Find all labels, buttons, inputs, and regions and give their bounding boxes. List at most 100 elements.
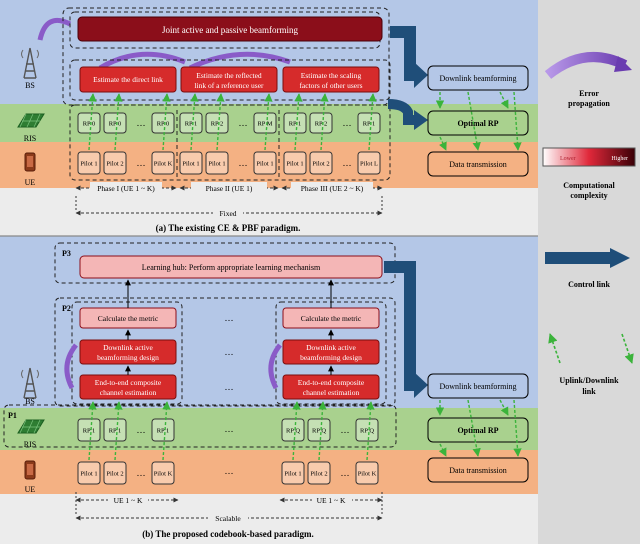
pilot-top-cell <box>179 151 203 175</box>
legend-uplink-arrow <box>548 333 561 364</box>
svg-text:UE 1 ~ K: UE 1 ~ K <box>317 496 346 505</box>
svg-text:Higher: Higher <box>611 156 628 162</box>
pilot-bottom-left-label: Pilot 2 <box>106 471 123 478</box>
side-box-optimal-rp-bottom: Optimal RP <box>427 417 529 443</box>
rp-top-label: RP 0 <box>83 121 96 128</box>
p3-label: P3 <box>62 249 71 258</box>
rp-bottom-left-cell <box>77 418 101 442</box>
uplink-arrow-top <box>216 93 225 151</box>
svg-text:Learning hub: Perform appropri: Learning hub: Perform appropriate learni… <box>142 263 321 272</box>
pilot-bottom-right-cell <box>281 461 305 485</box>
svg-text:factors of other users: factors of other users <box>299 81 362 90</box>
rp-bottom-left-cell <box>151 418 175 442</box>
pilot-top-label: Pilot 1 <box>80 161 97 168</box>
rp-top-cell <box>357 112 381 134</box>
side-box-data-transmission-bottom: Data transmission <box>427 457 529 483</box>
complexity-gradient-bar <box>542 147 636 167</box>
pilot-top-ellipsis: … <box>137 158 146 168</box>
svg-text:propagation: propagation <box>568 99 610 108</box>
ris-label-bottom: RIS <box>24 440 36 449</box>
bs-tower-icon-bottom <box>21 367 39 399</box>
uplink-arrow-top <box>162 93 171 151</box>
svg-text:complexity: complexity <box>570 191 607 200</box>
rp-top-label: RP 2 <box>211 121 224 128</box>
rp-bottom-left-label: RP 1 <box>157 428 170 435</box>
p2-label: P2 <box>62 304 71 313</box>
pilot-top-ellipsis: … <box>239 158 248 168</box>
design-box-left: Downlink active beamforming design <box>79 339 177 365</box>
bs-label-bottom: BS <box>25 397 35 406</box>
rp-top-cell <box>309 112 333 134</box>
estimation-box-left: End-to-end composite channel estimation <box>79 374 177 400</box>
svg-text:beamforming design: beamforming design <box>97 353 159 362</box>
ue-range-annotations: UE 1 ~ K UE 1 ~ K Scalable <box>75 492 383 523</box>
rp-top-label: RP 2 <box>315 121 328 128</box>
side-box-data-transmission-top: Data transmission <box>427 151 529 177</box>
svg-text:Estimate the reflected: Estimate the reflected <box>196 71 262 80</box>
ris-surface-icon-bottom <box>17 419 45 434</box>
svg-text:Phase III (UE 2 ~ K): Phase III (UE 2 ~ K) <box>301 184 364 193</box>
rp-bottom-right-cell <box>281 418 305 442</box>
rp-bottom-right-cell <box>355 418 379 442</box>
svg-text:Calculate the metric: Calculate the metric <box>98 314 159 323</box>
pilot-top-label: Pilot L <box>360 161 378 168</box>
task-box-direct-link: Estimate the direct link <box>79 66 177 93</box>
rp-bottom-right-label: RP Q <box>312 428 326 435</box>
error-propagation-swoosh-bs <box>37 18 72 41</box>
joint-beamforming-box <box>77 16 383 42</box>
svg-text:Estimate the scaling: Estimate the scaling <box>301 71 362 80</box>
svg-text:…: … <box>225 382 234 392</box>
uplink-arrow-top <box>114 93 123 151</box>
rp-top-label: RP 0 <box>109 121 122 128</box>
rp-top-label: RP 1 <box>363 121 376 128</box>
rp-top-cell <box>151 112 175 134</box>
svg-text:Error: Error <box>579 89 599 98</box>
pilot-top-cell <box>283 151 307 175</box>
rp-top-cell <box>179 112 203 134</box>
metric-box-left: Calculate the metric <box>79 307 177 329</box>
svg-text:…: … <box>225 466 234 476</box>
pilot-top-ellipsis: … <box>343 158 352 168</box>
pilot-bottom-right-cell <box>307 461 331 485</box>
error-arc-1 <box>98 51 186 71</box>
legend-panel <box>538 0 640 544</box>
svg-text:…: … <box>225 313 234 323</box>
pilot-bottom-left-label: Pilot K <box>154 471 173 478</box>
pilot-top-cell <box>357 151 381 175</box>
svg-text:link: link <box>582 387 596 396</box>
rp-top-cell <box>205 112 229 134</box>
rp-top-ellipsis: … <box>239 118 248 128</box>
ue-label-top: UE <box>25 178 36 187</box>
legend: Error propagation Lower Higher Computati… <box>542 52 636 396</box>
pilot-top-label: Pilot 1 <box>286 161 303 168</box>
pilot-top-cell <box>205 151 229 175</box>
svg-text:Phase I (UE 1 ~ K): Phase I (UE 1 ~ K) <box>97 184 155 193</box>
uplink-arrows-top <box>88 93 377 151</box>
pilot-top-cell <box>151 151 175 175</box>
svg-text:…: … <box>225 424 234 434</box>
p1-outline <box>3 404 397 448</box>
svg-text:Optimal RP: Optimal RP <box>457 119 498 128</box>
pilot-bottom-right-ellipsis: … <box>341 468 350 478</box>
rp-top-label: RP 1 <box>185 121 198 128</box>
rp-bottom-left-ellipsis: … <box>137 425 146 435</box>
uplink-arrow-top <box>88 93 97 151</box>
error-arc-left <box>64 343 79 390</box>
uplink-arrow-top <box>320 93 329 151</box>
pilot-bottom-left-cell <box>77 461 101 485</box>
svg-text:Data transmission: Data transmission <box>449 160 507 169</box>
svg-text:channel estimation: channel estimation <box>303 388 360 397</box>
pilot-top-label: Pilot 2 <box>312 161 329 168</box>
rp-top-cell <box>103 112 127 134</box>
rp-bottom-right-label: RP Q <box>360 428 374 435</box>
svg-text:Phase II (UE 1): Phase II (UE 1) <box>206 184 253 193</box>
uplink-arrow-top <box>190 93 199 151</box>
rp-top-label: RP M <box>257 121 272 128</box>
side-box-optimal-rp-top: Optimal RP <box>427 110 529 136</box>
uplink-arrow-top <box>264 93 273 151</box>
design-box-right: Downlink active beamforming design <box>282 339 380 365</box>
rp-top-cell <box>283 112 307 134</box>
ris-surface-icon-top <box>17 113 45 128</box>
